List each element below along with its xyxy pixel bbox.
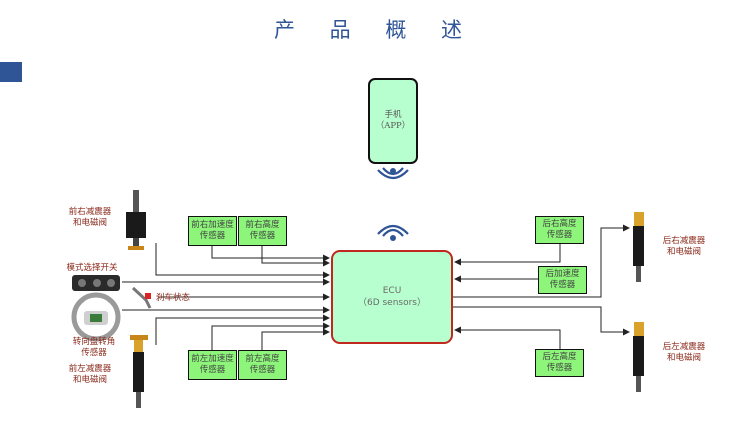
brake-pedal-icon bbox=[131, 286, 152, 309]
front-left-height-sensor: 前左高度 传感器 bbox=[238, 350, 287, 380]
line-rear-right-height bbox=[454, 244, 561, 266]
front-left-shock-label: 前左减震器 和电磁阀 bbox=[68, 364, 112, 385]
line-rear-right-shock bbox=[453, 224, 630, 298]
ecu-detail: （6D sensors） bbox=[357, 298, 427, 308]
rear-left-shock-label: 后左减震器 和电磁阀 bbox=[662, 342, 706, 363]
mode-switch-label: 模式选择开关 bbox=[66, 263, 118, 273]
steering-sensor-label: 转向盘转角 传感器 bbox=[72, 337, 116, 358]
line-front-left-shock bbox=[155, 314, 330, 345]
front-right-accel-sensor: 前右加速度 传感器 bbox=[188, 216, 237, 246]
mode-switch-icon bbox=[72, 275, 120, 291]
line-front-left-accel bbox=[211, 322, 330, 350]
wireless-signal-icon bbox=[377, 167, 409, 180]
accent-square bbox=[0, 62, 22, 82]
front-right-shock-label: 前右减震器 和电磁阀 bbox=[68, 207, 112, 228]
ecu-name: ECU bbox=[382, 286, 402, 296]
line-rear-left-height bbox=[454, 326, 561, 349]
line-front-right-height bbox=[261, 246, 330, 267]
front-left-accel-sensor: 前左加速度 传感器 bbox=[188, 350, 237, 380]
shock-absorber-icon bbox=[633, 322, 644, 392]
line-rear-left-shock bbox=[453, 306, 630, 336]
rear-right-height-sensor: 后右高度 传感器 bbox=[535, 216, 584, 244]
rear-left-height-sensor: 后左高度 传感器 bbox=[535, 349, 584, 377]
front-right-height-sensor: 前右高度 传感器 bbox=[238, 216, 287, 246]
phone-app: 手机 （APP） bbox=[368, 78, 418, 164]
shock-absorber-icon bbox=[633, 212, 644, 282]
line-front-right-accel bbox=[211, 246, 330, 262]
brake-status-label: 刹车状态 bbox=[155, 293, 190, 303]
wireless-signal-icon bbox=[377, 224, 409, 241]
rear-right-shock-label: 后右减震器 和电磁阀 bbox=[662, 236, 706, 257]
shock-absorber-icon bbox=[130, 335, 148, 408]
steering-wheel-icon bbox=[71, 292, 121, 342]
page-title: 产 品 概 述 bbox=[273, 18, 477, 42]
rear-accel-sensor: 后加速度 传感器 bbox=[538, 266, 587, 294]
shock-absorber-icon bbox=[126, 190, 146, 250]
ecu-box: ECU （6D sensors） bbox=[331, 250, 453, 344]
line-front-left-height bbox=[261, 328, 330, 350]
line-front-right-shock bbox=[155, 243, 330, 279]
